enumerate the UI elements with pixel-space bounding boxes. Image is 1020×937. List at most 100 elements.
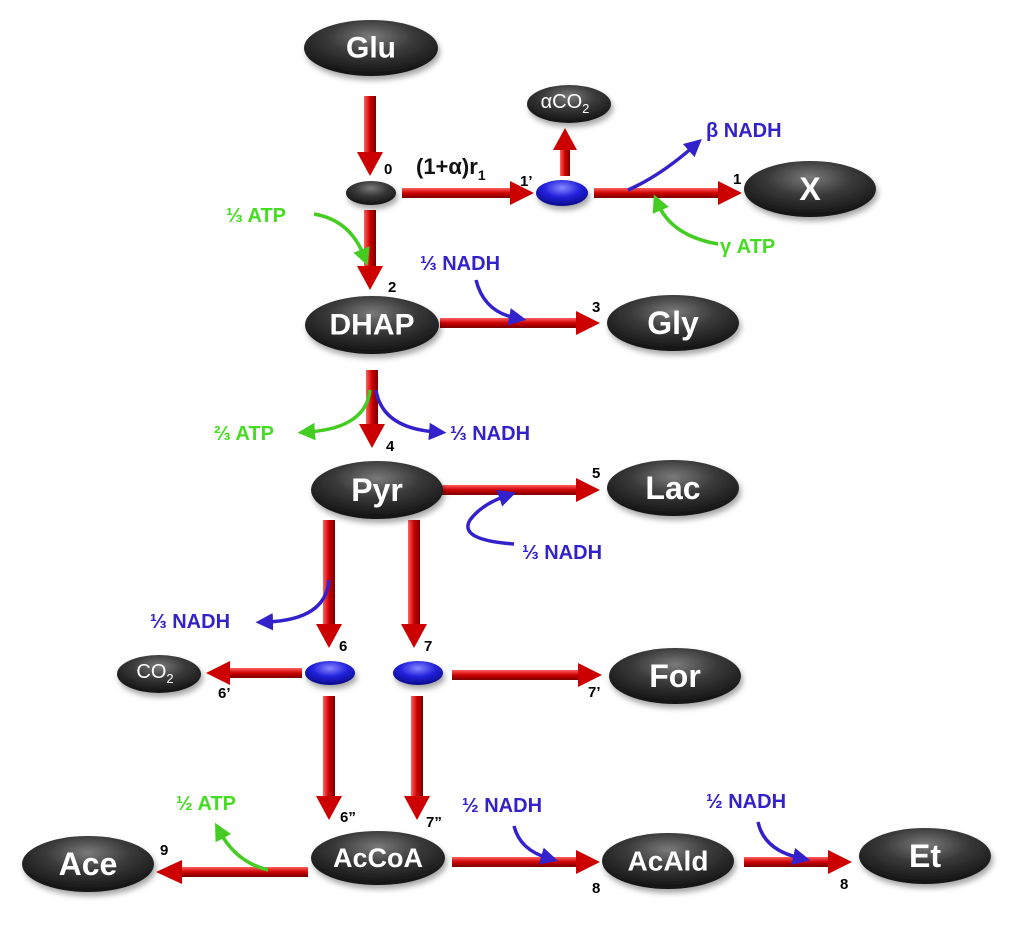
metabolite-nodes: Glu X DHAP Gly Pyr Lac CO2 For xyxy=(22,20,991,892)
third-nadh-pyr-arrow xyxy=(374,389,447,441)
flux-arrow-6 xyxy=(323,520,335,628)
half-nadh-et-arrow xyxy=(756,821,811,866)
node-pyr: Pyr xyxy=(311,461,443,519)
node-x: X xyxy=(744,161,876,217)
node-for: For xyxy=(609,648,741,704)
flux-arrow-aco2-head xyxy=(553,128,577,150)
flux-arrow-7-head xyxy=(401,624,427,648)
third-nadh-6-arrow xyxy=(255,579,331,631)
flux-arrow-3-head xyxy=(576,311,600,335)
flux-arrow-3 xyxy=(440,318,580,328)
flux-arrow-8a xyxy=(452,857,580,867)
branch-node-7 xyxy=(393,661,443,685)
node-co2: CO2 xyxy=(117,655,201,693)
flux-arrow-9 xyxy=(178,867,308,877)
cofactor-half-atp: ½ ATP xyxy=(176,793,236,815)
reaction-number-7pp: 7” xyxy=(426,814,442,831)
third-atp-arrow xyxy=(313,212,370,266)
node-glu-label: Glu xyxy=(346,32,396,65)
branch-nodes xyxy=(305,180,588,685)
reaction-number-9: 9 xyxy=(160,842,168,859)
node-dhap: DHAP xyxy=(305,296,439,354)
flux-arrow-1x-head xyxy=(718,181,742,205)
flux-arrow-6-head xyxy=(316,624,342,648)
node-for-label: For xyxy=(649,658,701,694)
flux-arrow-0-head xyxy=(357,152,383,176)
flux-arrow-aco2 xyxy=(560,146,570,176)
flux-arrow-1 xyxy=(402,188,514,198)
flux-arrow-8a-head xyxy=(576,850,600,874)
flux-arrow-1-head xyxy=(510,181,534,205)
flux-arrow-5-head xyxy=(576,478,600,502)
flux-arrow-6p-head xyxy=(206,661,230,685)
node-acald: AcAld xyxy=(602,833,734,889)
branch-node-0 xyxy=(346,181,396,205)
flux-arrow-6p xyxy=(226,668,302,678)
reaction-number-1: 1 xyxy=(733,171,741,188)
flux-arrow-7pp-head xyxy=(404,796,430,820)
cofactor-half-nadh-et: ½ NADH xyxy=(706,791,786,813)
reaction-number-6pp: 6” xyxy=(340,809,356,826)
half-nadh-acald-arrow xyxy=(512,825,559,865)
node-lac: Lac xyxy=(607,460,739,516)
reaction-number-7p: 7’ xyxy=(588,684,601,701)
flux-arrow-7p xyxy=(452,670,582,680)
cofactor-arrows xyxy=(215,139,811,872)
reaction-number-2: 2 xyxy=(388,279,396,296)
flux-arrow-6pp-head xyxy=(316,796,342,820)
reaction-number-5: 5 xyxy=(592,465,600,482)
half-atp-arrow xyxy=(215,822,269,872)
flux-arrow-9-head xyxy=(156,860,182,884)
cofactor-third-nadh-6: ⅓ NADH xyxy=(150,611,230,633)
flux-arrow-7pp xyxy=(411,696,423,800)
gamma-atp-arrow xyxy=(652,194,719,246)
reaction-number-0: 0 xyxy=(384,161,392,178)
node-x-label: X xyxy=(799,171,821,207)
node-accoa-label: AcCoA xyxy=(333,843,423,873)
flux-arrow-4 xyxy=(366,370,378,428)
node-acald-label: AcAld xyxy=(628,846,709,877)
reaction-number-6: 6 xyxy=(339,638,347,655)
node-gly: Gly xyxy=(607,295,739,351)
cofactor-third-nadh-pyr: ⅓ NADH xyxy=(450,423,530,445)
third-nadh-dhap-arrow xyxy=(474,279,527,326)
beta-nadh-arrow xyxy=(627,139,702,192)
node-aco2-label: αCO2 xyxy=(541,91,590,116)
cofactor-third-nadh-lac: ⅓ NADH xyxy=(522,542,602,564)
flux-arrow-8b xyxy=(744,857,832,867)
reaction-number-4: 4 xyxy=(386,438,395,455)
cofactor-third-atp: ⅓ ATP xyxy=(226,205,286,227)
cofactor-twothirds-atp: ⅔ ATP xyxy=(214,423,274,445)
node-et-label: Et xyxy=(909,838,941,874)
node-lac-label: Lac xyxy=(645,470,700,506)
node-ace-label: Ace xyxy=(59,846,118,882)
flux-arrow-2 xyxy=(364,210,376,270)
reaction-number-8a: 8 xyxy=(592,880,600,897)
flux-arrow-0 xyxy=(364,96,376,154)
flux-arrow-5 xyxy=(442,485,580,495)
flux-arrow-2-head xyxy=(357,266,383,290)
flux-label: (1+α)r1 xyxy=(416,154,486,183)
flux-arrow-1x xyxy=(594,188,722,198)
reaction-number-3: 3 xyxy=(592,299,600,316)
reaction-number-8b: 8 xyxy=(840,876,848,893)
cofactor-labels: β NADH γ ATP ⅓ ATP ⅓ NADH ⅔ ATP ⅓ NADH ⅓… xyxy=(150,120,786,817)
flux-arrow-7 xyxy=(408,520,420,628)
reaction-number-1p: 1’ xyxy=(520,173,533,190)
node-glu: Glu xyxy=(304,20,438,76)
branch-node-6 xyxy=(305,661,355,685)
node-dhap-label: DHAP xyxy=(329,309,414,342)
node-pyr-label: Pyr xyxy=(351,472,403,508)
node-gly-label: Gly xyxy=(647,305,699,341)
flux-arrow-4-head xyxy=(359,424,385,448)
branch-node-1p xyxy=(536,180,588,206)
node-ace: Ace xyxy=(22,836,154,892)
node-aco2: αCO2 xyxy=(527,85,611,123)
node-et: Et xyxy=(859,828,991,884)
cofactor-third-nadh-dhap: ⅓ NADH xyxy=(420,253,500,275)
flux-arrow-7p-head xyxy=(578,663,602,687)
node-co2-label: CO2 xyxy=(136,661,173,686)
cofactor-beta-nadh: β NADH xyxy=(706,120,782,142)
reaction-numbers: 0 1’ 1 2 3 4 5 6 7 6’ 7’ 6” 7” 8 8 9 xyxy=(160,161,848,897)
